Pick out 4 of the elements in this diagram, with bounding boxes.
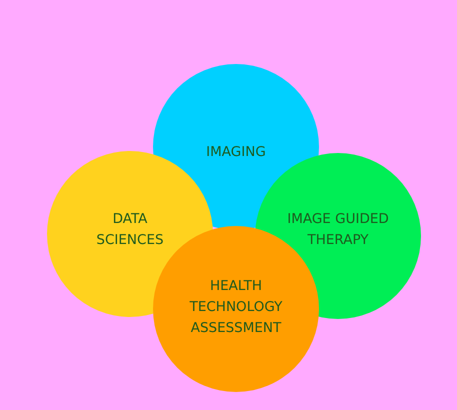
category-label: IMAGING	[205, 143, 267, 162]
category-label: DATA SCIENCES	[95, 210, 165, 250]
category-label: HEALTH TECHNOLOGY ASSESSMENT	[188, 277, 284, 338]
category-label: IMAGE GUIDED THERAPY	[286, 210, 390, 250]
